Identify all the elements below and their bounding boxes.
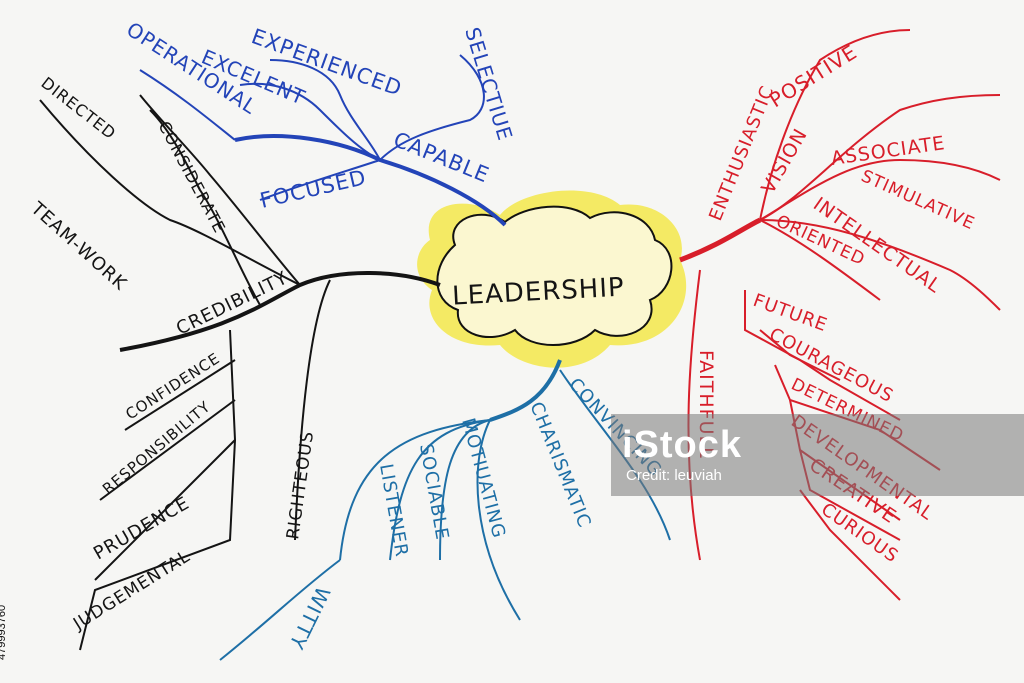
- word-sociable: SOCIABLE: [415, 442, 453, 542]
- word-directed: DIRECTED: [38, 73, 120, 143]
- word-listener: LISTENER: [375, 462, 412, 559]
- word-future: FUTURE: [750, 290, 830, 336]
- word-motiuating: MOTIUATING: [457, 416, 509, 541]
- word-righteous: RIGHTEOUS: [283, 429, 318, 540]
- word-credibility: CREDIBILITY: [173, 267, 292, 339]
- word-selectiue: SELECTIUE: [460, 24, 517, 143]
- word-associate: ASSOCIATE: [830, 132, 947, 170]
- teal-branch-lines: [219, 359, 671, 661]
- word-stimulative: STIMULATIVE: [858, 166, 978, 234]
- word-capable: CAPABLE: [390, 127, 493, 187]
- stock-id: 479993760: [0, 604, 8, 660]
- watermark-logo: iStock: [622, 424, 743, 466]
- word-judgemental: JUDGEMENTAL: [69, 546, 194, 634]
- blue-branch-lines: [139, 54, 507, 227]
- word-focused: FOCUSED: [258, 165, 369, 213]
- central-cloud: [436, 205, 673, 346]
- word-responsibility: RESPONSIBILITY: [99, 397, 214, 498]
- word-charismatic: CHARISMATIC: [525, 399, 595, 531]
- watermark-credit: Credit: leuviah: [626, 467, 722, 484]
- watermark-banner: [611, 414, 1024, 496]
- word-enthusiastic: ENTHUSIASTIC: [705, 83, 778, 224]
- word-positive: POSITIVE: [765, 40, 862, 113]
- word-team-work: TEAM-WORK: [26, 197, 131, 295]
- word-witty: WITTY: [284, 583, 335, 654]
- black-branch-lines: [39, 94, 441, 651]
